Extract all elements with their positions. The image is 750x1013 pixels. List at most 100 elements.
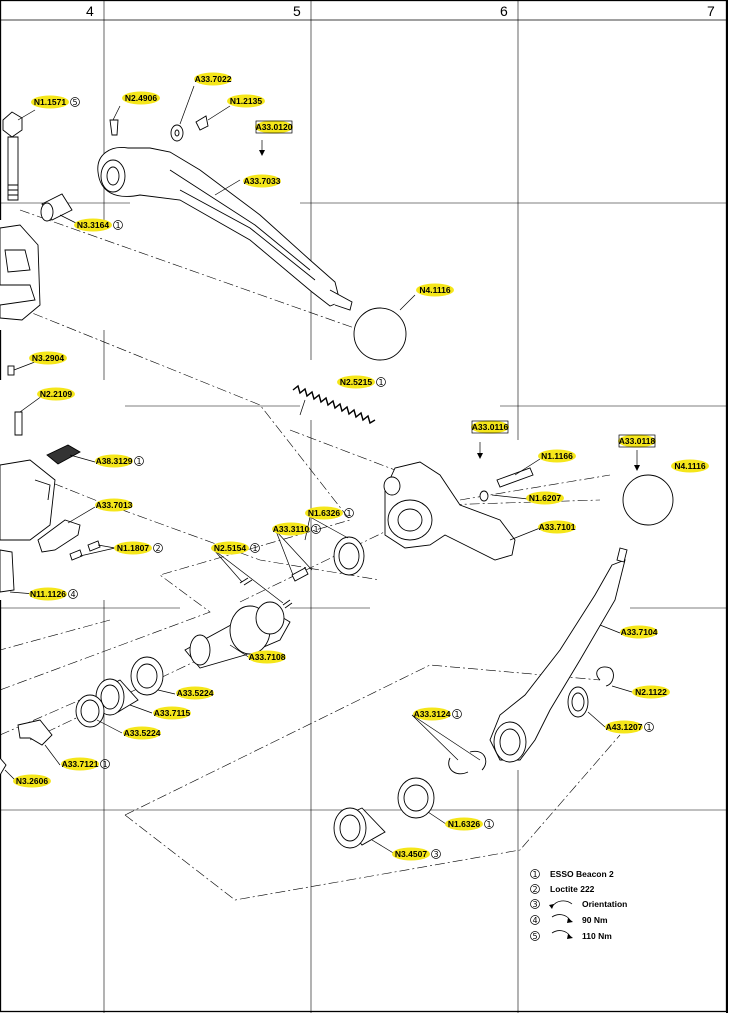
callout-part-number: N11.1126: [30, 589, 66, 599]
callout-note-circle: [452, 709, 462, 719]
callout-highlight: [305, 506, 343, 520]
callout-label: A33.0118: [618, 434, 656, 448]
callout-highlight: [61, 757, 99, 771]
legend: 1 ESSO Beacon 2 2 Loctite 222 3 Orientat…: [530, 869, 627, 941]
callout-label: N2.1122: [632, 685, 670, 699]
callout-highlight: [632, 685, 670, 699]
bracket-part: [37, 519, 81, 553]
callout-note-number: 3: [433, 850, 438, 859]
callout-label: N2.4906: [122, 91, 160, 105]
callout-highlight: [153, 706, 191, 720]
legend-text-4: 90 Nm: [582, 915, 608, 925]
sleeve-part: [40, 193, 73, 222]
callout-note-circle: [376, 377, 386, 387]
shaft-part: [184, 601, 291, 669]
callout-highlight: [243, 174, 281, 188]
column-number-7: 7: [707, 3, 715, 19]
callout-label: A33.7022: [194, 72, 232, 86]
upper-lever-part: [97, 147, 353, 311]
callout-highlight: [29, 351, 67, 365]
callout-part-number: N4.1116: [674, 461, 705, 471]
callout-part-number: A38.3129: [96, 456, 133, 466]
callout-part-number: A33.7022: [195, 74, 232, 84]
circlip-part: [596, 666, 614, 687]
callout-part-number: A33.7013: [96, 500, 133, 510]
callout-label: A33.7033: [243, 174, 281, 188]
callout-highlight: [671, 459, 709, 473]
callout-highlight: [29, 587, 67, 601]
callout-part-number: N1.6207: [529, 493, 561, 503]
callout-label: N4.1116: [671, 459, 709, 473]
callout-note-circle: [100, 759, 110, 769]
callout-highlight: [471, 420, 509, 434]
callout-highlight: [445, 817, 483, 831]
callout-part-number: A33.7108: [249, 652, 286, 662]
callout-note-circle: [68, 589, 78, 599]
legend-symbol-2: 2: [533, 885, 538, 894]
callout-note-circle: [644, 722, 654, 732]
torque-arrow-icon: [551, 914, 571, 921]
callout-label: A33.0116: [471, 420, 509, 434]
callout-highlight: [123, 726, 161, 740]
callout-note-number: 1: [136, 457, 141, 466]
callout-highlight: [74, 218, 112, 232]
leader-lines: [4, 85, 638, 855]
callout-part-number: N3.2606: [16, 776, 48, 786]
legend-text-3: Orientation: [582, 899, 627, 909]
legend-text-2: Loctite 222: [550, 884, 595, 894]
callout-highlight: [95, 498, 133, 512]
lower-housing-part: [0, 459, 56, 593]
callout-box: [255, 120, 293, 134]
sheet-grid: [0, 0, 728, 1013]
spring-part: [292, 384, 376, 425]
callout-highlight: [95, 454, 133, 468]
callout-note-circle: [484, 819, 494, 829]
bolt-part: [2, 111, 23, 201]
callout-note-number: 1: [646, 723, 651, 732]
callout-part-number: N1.1571: [34, 97, 66, 107]
callout-note-number: 1: [486, 820, 491, 829]
callout-part-number: N1.2135: [230, 96, 262, 106]
callout-part-number: N2.4906: [125, 93, 157, 103]
legend-item-1: 1 ESSO Beacon 2: [530, 869, 614, 879]
callout-highlight: [114, 541, 152, 555]
callout-highlight: [176, 686, 214, 700]
callout-part-number: N4.1116: [419, 285, 450, 295]
callout-highlight: [227, 94, 265, 108]
callout-highlight: [538, 520, 576, 534]
callout-part-number: A33.3124: [414, 709, 451, 719]
callout-note-number: 4: [70, 590, 75, 599]
callout-part-number: N1.6326: [308, 508, 340, 518]
callout-part-number: N3.3164: [77, 220, 109, 230]
legend-symbol-3: 3: [533, 900, 538, 909]
callout-highlight: [272, 522, 310, 536]
callout-highlight: [620, 625, 658, 639]
callout-highlight: [413, 707, 451, 721]
callout-label: N1.1166: [538, 449, 576, 463]
callout-highlight: [392, 847, 430, 861]
callout-highlight: [618, 434, 656, 448]
callout-part-number: A33.7115: [154, 708, 191, 718]
housing-part: [0, 224, 41, 321]
callout-highlight: [248, 650, 286, 664]
callout-label: A33.7108: [248, 650, 286, 664]
callout-part-number: A33.5224: [177, 688, 214, 698]
legend-symbol-4: 4: [533, 916, 538, 925]
callout-part-number: A33.7101: [539, 522, 576, 532]
callout-note-number: 1: [454, 710, 459, 719]
callout-part-number: A33.7104: [621, 627, 658, 637]
clip-part: [17, 719, 53, 746]
callout-highlight: [416, 283, 454, 297]
callout-note-circle: [311, 524, 321, 534]
callout-box: [618, 434, 656, 448]
callout-label: A33.0120: [255, 120, 293, 134]
callout-part-number: N3.2904: [32, 353, 64, 363]
pin-part: [109, 119, 119, 136]
callout-highlight: [337, 375, 375, 389]
callout-note-circle: [134, 456, 144, 466]
